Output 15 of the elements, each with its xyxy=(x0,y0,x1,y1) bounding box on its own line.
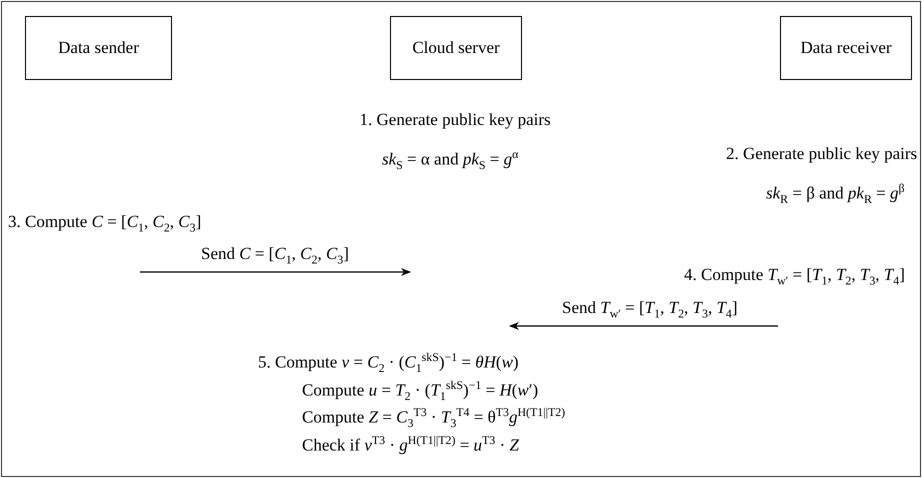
step-text: Compute u = T$_{2}$ · (T$_{1}$$^{skS}$)$^{−1}$ = H(w′) xyxy=(302,377,538,406)
message-label: Send C = [C$_{1}$, C$_{2}$, C$_{3}$] xyxy=(201,244,349,268)
participant-box: Cloud server xyxy=(390,16,522,80)
step-text: 2. Generate public key pairs xyxy=(726,144,918,164)
step-text: 1. Generate public key pairs xyxy=(360,110,551,130)
step-text: sk$_{S}$ = α and pk$_{S}$ = g$^{α}$ xyxy=(382,146,518,174)
participant-box: Data receiver xyxy=(780,16,912,80)
step-text: Check if v$^{T3}$ · g$^{H(T1||T2)}$ = u$^{T3}$ · Z xyxy=(302,432,519,456)
step-text: sk$_{R}$ = β and pk$_{R}$ = g$^{β}$ xyxy=(766,180,905,208)
participant-box: Data sender xyxy=(25,16,172,80)
message-label: Send T$_{w′}$ = [T$_{1}$, T$_{2}$, T$_{3}$, T$_{4}$] xyxy=(562,298,738,322)
step-text: 4. Compute T$_{w′}$ = [T$_{1}$, T$_{2}$, T$_{3}$, T$_{4}$] xyxy=(684,265,905,290)
step-text: 5. Compute v = C$_{2}$ · (C$_{1}$$^{skS}$)$^{−1}$ = θH(w) xyxy=(258,349,519,378)
step-text: Compute Z = C$_{3}$$^{T3}$ · T$_{3}$$^{T4}$ = θ$^{T3}$g$^{H(T1||T2)}$ xyxy=(302,404,566,432)
step-text: 3. Compute C = [C$_{1}$, C$_{2}$, C$_{3}$] xyxy=(8,212,202,236)
